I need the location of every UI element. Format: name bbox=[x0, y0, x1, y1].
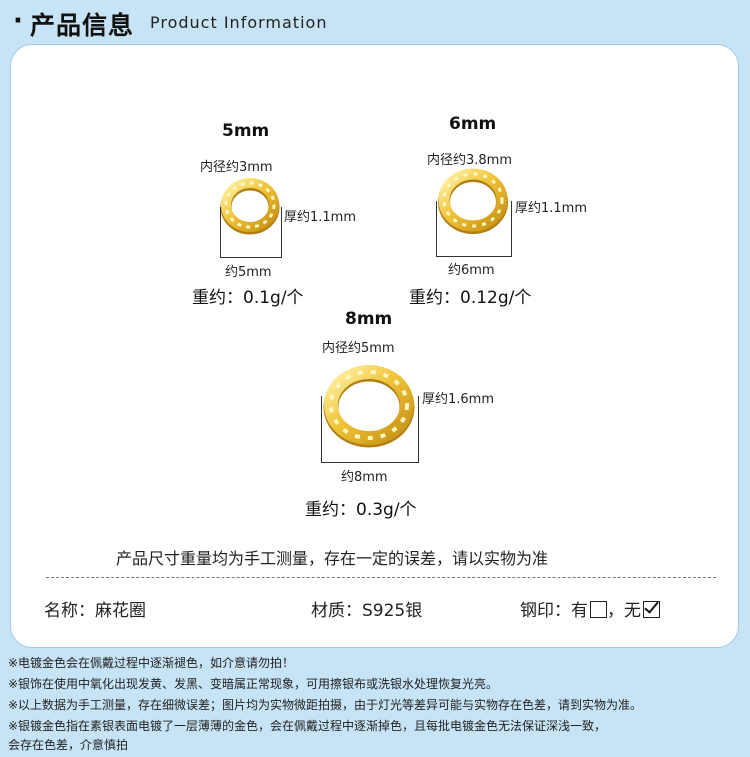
bullet: · bbox=[13, 6, 23, 36]
inner-diameter-label: 内径约3.8mm bbox=[427, 153, 513, 168]
measurement-box bbox=[436, 201, 512, 257]
thickness-label: 厚约1.1mm bbox=[515, 201, 588, 216]
size-label-8mm: 8mm bbox=[345, 309, 393, 329]
twisted-ring-5mm-image bbox=[220, 178, 280, 235]
twisted-ring-6mm-image bbox=[438, 168, 508, 234]
size-label-6mm: 6mm bbox=[449, 114, 497, 134]
product-name: 名称：麻花圈 bbox=[44, 601, 146, 621]
checked-checkbox-icon bbox=[643, 601, 660, 618]
outer-diameter-label: 约6mm bbox=[448, 263, 495, 278]
measurement-box bbox=[220, 207, 282, 258]
weight-label: 重约：0.3g/个 bbox=[305, 500, 417, 520]
section-title-english: Product Information bbox=[150, 13, 328, 32]
section-title: 产品信息 bbox=[30, 11, 135, 40]
stamp-label: 钢印：有 bbox=[520, 601, 588, 621]
stamp-separator: ，无 bbox=[607, 601, 641, 621]
outer-diameter-label: 约5mm bbox=[225, 265, 272, 280]
measurement-box bbox=[321, 396, 419, 463]
inner-diameter-label: 内径约3mm bbox=[200, 160, 273, 175]
checkbox-icon bbox=[590, 601, 607, 618]
section-header: · 产品信息 Product Information bbox=[0, 0, 750, 44]
weight-label: 重约：0.12g/个 bbox=[409, 288, 532, 308]
size-label-5mm: 5mm bbox=[222, 121, 270, 141]
twisted-ring-8mm-image bbox=[323, 365, 415, 448]
weight-label: 重约：0.1g/个 bbox=[192, 288, 304, 308]
footer-note: ※银饰在使用中氧化出现发黄、发黑、变暗属正常现象，可用擦银布或洗银水处理恢复光亮… bbox=[8, 677, 499, 691]
stamp-options: 钢印：有 ，无 bbox=[520, 596, 660, 621]
product-info-card: 5mm 内径约3mm 厚约1.1mm 约5mm 重约：0.1g/个 6mm 内径… bbox=[10, 44, 739, 648]
product-material: 材质：S925银 bbox=[311, 601, 423, 621]
outer-diameter-label: 约8mm bbox=[341, 470, 388, 485]
dashed-divider bbox=[46, 577, 716, 578]
footer-note: ※银镀金色指在素银表面电镀了一层薄薄的金色，会在佩戴过程中逐渐掉色，且每批电镀金… bbox=[8, 719, 607, 733]
footer-note: 会存在色差，介意慎拍 bbox=[8, 738, 129, 752]
footer-note: ※电镀金色会在佩戴过程中逐渐褪色，如介意请勿拍！ bbox=[8, 656, 295, 670]
thickness-label: 厚约1.6mm bbox=[422, 392, 495, 407]
footer-note: ※以上数据为手工测量，存在细微误差；图片均为实物微距拍摄，由于灯光等差异可能与实… bbox=[8, 698, 643, 712]
inner-diameter-label: 内径约5mm bbox=[322, 341, 395, 356]
measurement-note: 产品尺寸重量均为手工测量，存在一定的误差，请以实物为准 bbox=[116, 549, 549, 568]
thickness-label: 厚约1.1mm bbox=[284, 210, 357, 225]
